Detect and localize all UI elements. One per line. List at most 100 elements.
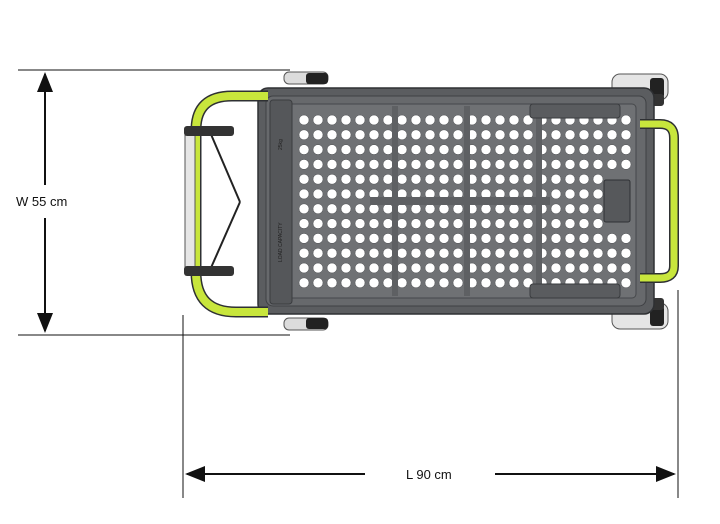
tray-hole: [564, 247, 576, 259]
tray-hole: [354, 277, 366, 289]
tray-hole: [522, 144, 534, 155]
tray-hole: [298, 129, 310, 141]
tray-hole: [368, 144, 380, 155]
tray-hole: [564, 203, 576, 215]
tray-hole: [620, 247, 632, 259]
tray-hole: [340, 203, 352, 215]
tray-hole: [312, 262, 324, 274]
tray-hole: [354, 247, 366, 259]
length-dimension: L 90 cm: [182, 290, 679, 498]
tray-hole: [312, 277, 324, 289]
tray-hole: [438, 114, 450, 126]
tray-hole: [508, 159, 520, 170]
tray-hole: [508, 173, 520, 185]
tray-hole: [494, 262, 506, 274]
tray-hole: [326, 114, 338, 126]
tray-hole: [354, 144, 366, 155]
tray-hole: [396, 144, 408, 155]
tray-hole: [550, 262, 562, 274]
tray-hole: [312, 203, 324, 215]
tray-hole: [494, 173, 506, 185]
tray-hole: [592, 173, 604, 185]
tray-hole: [354, 159, 366, 170]
tray-hole: [480, 129, 492, 141]
tray-hole: [606, 247, 618, 259]
tray-hole: [298, 144, 310, 155]
tray-hole: [424, 114, 436, 126]
tray-hole: [522, 233, 534, 244]
tray-hole: [354, 262, 366, 274]
tray-hole: [494, 233, 506, 244]
tray-hole: [494, 277, 506, 289]
tray-hole: [620, 114, 632, 126]
tray-hole: [396, 129, 408, 141]
tray-hole: [480, 173, 492, 185]
tray-hole: [340, 233, 352, 244]
tray-hole: [508, 144, 520, 155]
tray-hole: [368, 233, 380, 244]
tray-hole: [438, 159, 450, 170]
tray-hole: [508, 218, 520, 229]
tray-hole: [438, 233, 450, 244]
tray-hole: [340, 144, 352, 155]
tray-hole: [564, 233, 576, 244]
tray-hole: [354, 129, 366, 141]
tray-hole: [578, 159, 590, 170]
tray-text-capacity: LOAD CAPACITY: [278, 222, 284, 262]
tray-hole: [578, 218, 590, 229]
width-label: W 55 cm: [16, 194, 67, 209]
rear-handle: [184, 90, 268, 318]
tray-hole: [340, 277, 352, 289]
tray-hole: [620, 233, 632, 244]
tray-hole: [494, 159, 506, 170]
tray-hole: [368, 129, 380, 141]
tray-hole: [312, 159, 324, 170]
tray-hole: [368, 277, 380, 289]
handle-grip-bar: [184, 133, 196, 269]
tray-hole: [424, 144, 436, 155]
tray-hole: [298, 277, 310, 289]
tray-hole: [382, 114, 394, 126]
tray-hole: [410, 262, 422, 274]
tray-hole: [312, 173, 324, 185]
tray-hole: [494, 114, 506, 126]
tray-hole: [480, 203, 492, 215]
tray-hole: [424, 262, 436, 274]
tray-hole: [340, 173, 352, 185]
cart-top-view: LOAD CAPACITY 25kg: [184, 71, 679, 331]
tray-hole: [522, 173, 534, 185]
tray-hole: [550, 188, 562, 200]
tray-hole: [424, 129, 436, 141]
tray-hole: [508, 247, 520, 259]
tray-hole: [438, 173, 450, 185]
tray-hole: [480, 247, 492, 259]
tray-hole: [340, 129, 352, 141]
tray-hole: [578, 129, 590, 141]
tray-hole: [578, 173, 590, 185]
tray-hole: [410, 159, 422, 170]
tray-hole: [620, 144, 632, 155]
tray-hole: [298, 114, 310, 126]
tray-hole: [396, 203, 408, 215]
tray-hole: [424, 233, 436, 244]
front-bracket: [603, 179, 631, 223]
tray-hole: [452, 247, 464, 259]
tray-hole: [592, 144, 604, 155]
tray-hole: [578, 144, 590, 155]
tray-hole: [410, 114, 422, 126]
tray-hole: [298, 247, 310, 259]
tray-hole: [424, 159, 436, 170]
tray-hole: [578, 203, 590, 215]
tray-hole: [382, 173, 394, 185]
tray-hole: [592, 188, 604, 200]
tray-hole: [326, 203, 338, 215]
tray-hole: [564, 129, 576, 141]
tray-hole: [312, 247, 324, 259]
tray-hole: [298, 159, 310, 170]
tray-hole: [550, 173, 562, 185]
tray-hole: [368, 247, 380, 259]
tray-hole: [494, 144, 506, 155]
tray-hole: [592, 247, 604, 259]
rear-panel: [269, 99, 293, 305]
